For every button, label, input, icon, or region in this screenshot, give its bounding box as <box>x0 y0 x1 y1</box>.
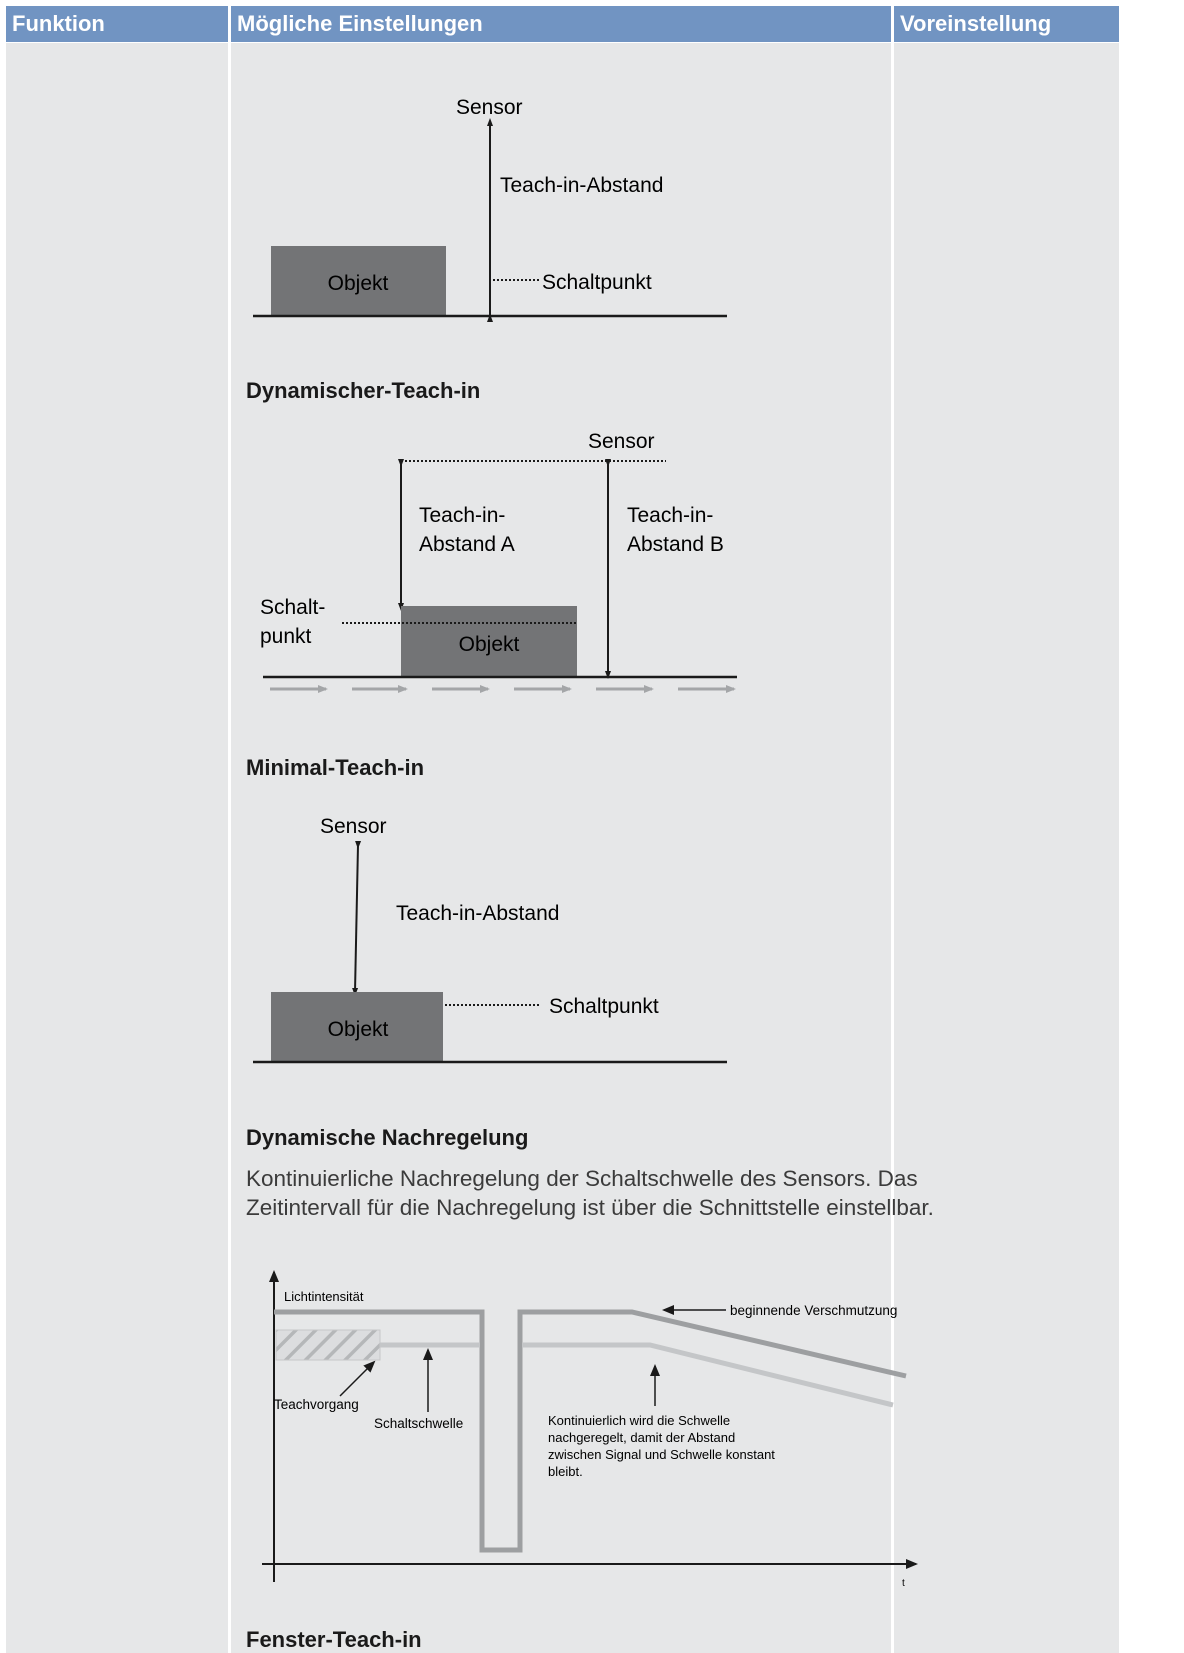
soiling-label: beginnende Verschmutzung <box>730 1303 897 1318</box>
d2-distance-a-label-2: Abstand A <box>419 533 515 556</box>
teach-arrow <box>339 1360 376 1397</box>
d2-distance-b-label-2: Abstand B <box>627 533 724 556</box>
d1-sensor-label: Sensor <box>456 96 523 119</box>
teach-label: Teachvorgang <box>274 1397 359 1412</box>
dynamic-teach-in-diagram: Sensor Teach-in- Abstand A Teach-in- Abs… <box>260 430 737 693</box>
note-line-2: nachgeregelt, damit der Abstand <box>548 1430 735 1445</box>
d2-object <box>401 606 577 676</box>
threshold-line-path <box>380 1342 894 1408</box>
y-axis-label: Lichtintensität <box>284 1289 364 1304</box>
d3-switch-point-label: Schaltpunkt <box>549 995 659 1018</box>
d3-object-label: Objekt <box>328 1018 389 1041</box>
note-line-4: bleibt. <box>548 1464 583 1479</box>
header-function-label: Funktion <box>12 11 105 36</box>
teach-in-diagram: Sensor Teach-in-Abstand Objekt Schaltpun… <box>253 96 727 322</box>
readjust-chart: Lichtintensität t beginnende Verschmutzu… <box>262 1270 918 1589</box>
header-cell-function: Funktion <box>6 6 228 42</box>
d3-distance-arrow <box>352 840 362 996</box>
x-axis-label: t <box>902 1578 905 1589</box>
header-settings-label: Mögliche Einstellungen <box>237 11 483 36</box>
header-cell-default: Voreinstellung <box>894 6 1119 42</box>
teach-in-zone <box>275 1329 381 1361</box>
signal-line <box>274 1309 907 1553</box>
note-line-3: zwischen Signal und Schwelle konstant <box>548 1447 775 1462</box>
default-column <box>894 43 1119 1653</box>
d2-distance-a-label-1: Teach-in- <box>419 504 505 527</box>
d2-distance-b-label-1: Teach-in- <box>627 504 713 527</box>
d2-object-label: Objekt <box>459 633 520 656</box>
d1-switch-point-label: Schaltpunkt <box>542 271 652 294</box>
function-column <box>6 43 228 1653</box>
note-line-1: Kontinuierlich wird die Schwelle <box>548 1413 730 1428</box>
d3-distance-label: Teach-in-Abstand <box>396 902 559 925</box>
d1-object-label: Objekt <box>328 272 389 295</box>
dynamic-teach-in-title: Dynamischer-Teach-in <box>246 378 481 403</box>
minimal-teach-in-title: Minimal-Teach-in <box>246 755 425 780</box>
dynamic-readjust-title: Dynamische Nachregelung <box>246 1125 529 1150</box>
d3-object <box>271 992 443 1062</box>
window-teach-in-title: Fenster-Teach-in <box>246 1627 422 1652</box>
threshold-label: Schaltschwelle <box>374 1416 463 1431</box>
header-cell-settings: Mögliche Einstellungen <box>231 6 891 42</box>
header-default-label: Voreinstellung <box>900 11 1052 36</box>
d2-sensor-label: Sensor <box>588 430 655 453</box>
d1-object <box>271 246 446 316</box>
d3-sensor-label: Sensor <box>320 815 387 838</box>
minimal-teach-in-diagram: Sensor Teach-in-Abstand Objekt Schaltpun… <box>253 815 727 1064</box>
d2-switch-label-1: Schalt- <box>260 596 325 619</box>
d2-switch-label-2: punkt <box>260 625 312 648</box>
dynamic-readjust-paragraph: Kontinuierliche Nachregelung der Schalts… <box>246 1166 934 1220</box>
d1-distance-label: Teach-in-Abstand <box>500 174 663 197</box>
